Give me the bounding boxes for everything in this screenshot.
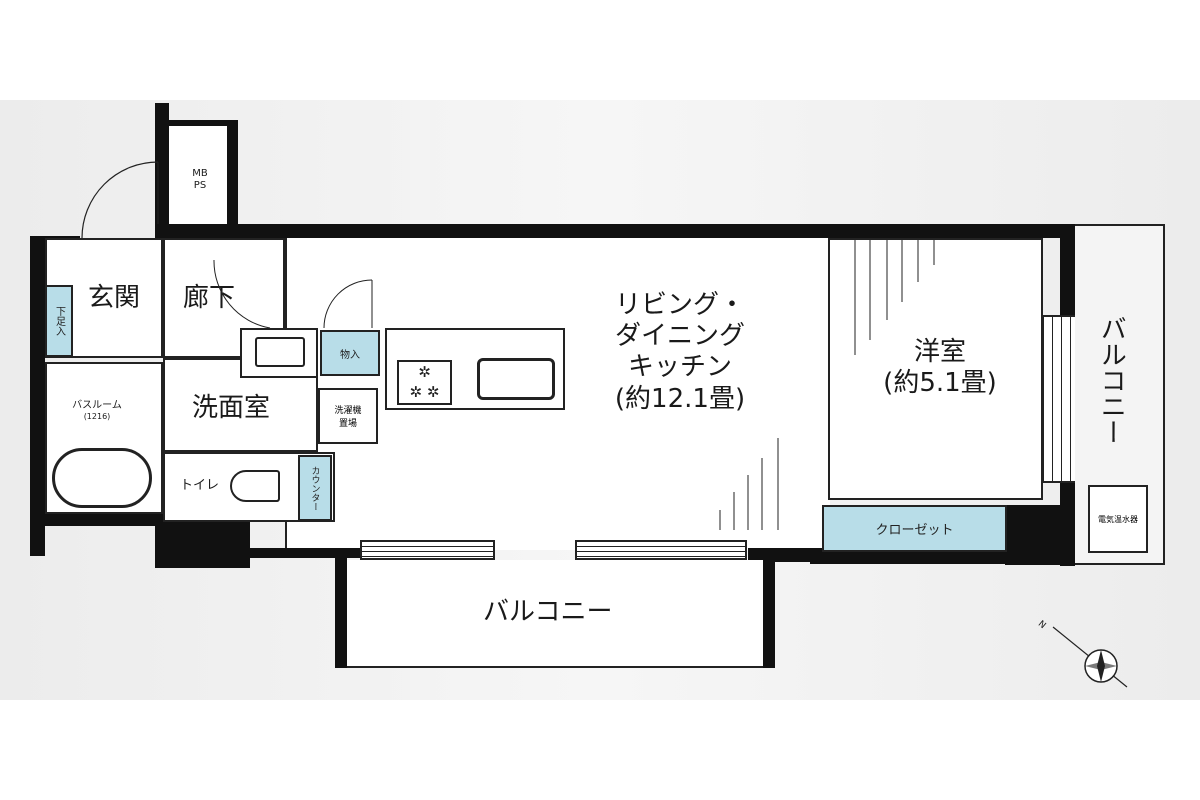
bathroom-label: バスルーム (1216) bbox=[52, 400, 142, 422]
entrance-label: 玄関 bbox=[88, 283, 141, 313]
mbps-line1: MB bbox=[192, 168, 208, 179]
wall bbox=[155, 120, 238, 126]
storage-label: 物入 bbox=[340, 349, 360, 361]
balcony-wall-right bbox=[763, 558, 775, 668]
washbasin-bowl bbox=[255, 337, 305, 367]
balcony-right-label: バルコニー bbox=[1096, 315, 1127, 445]
western-room-line1: 洋室 bbox=[913, 337, 966, 367]
balcony-wall-left bbox=[335, 558, 347, 668]
closet-label: クローゼット bbox=[875, 523, 954, 538]
laundry-line2: 置場 bbox=[338, 419, 357, 429]
mbps-label: MB PS bbox=[180, 168, 220, 192]
kitchen-sink bbox=[477, 358, 555, 400]
counter-label: カウンター bbox=[309, 465, 320, 511]
storage-door-swing bbox=[323, 279, 373, 329]
shoe-storage-label: 下足入 bbox=[53, 306, 65, 336]
balcony-bottom-label: バルコニー bbox=[483, 597, 613, 627]
western-room-line2: (約5.1畳) bbox=[883, 368, 997, 399]
ldk-window-left bbox=[360, 540, 495, 560]
western-room-hatch bbox=[854, 240, 935, 355]
closet: クローゼット bbox=[822, 505, 1007, 552]
ldk-line4: (約12.1畳) bbox=[614, 383, 746, 414]
toilet-bowl bbox=[230, 470, 280, 502]
laundry-space: 洗濯機 置場 bbox=[318, 388, 378, 444]
laundry-line1: 洗濯機 bbox=[334, 406, 362, 416]
western-room-window bbox=[1042, 315, 1078, 483]
wall-bottom-closet bbox=[810, 550, 1075, 564]
ldk-line3: キッチン bbox=[627, 352, 732, 383]
ldk-floor-hatch bbox=[719, 438, 779, 530]
entrance-door-swing bbox=[81, 161, 159, 239]
water-heater: 電気温水器 bbox=[1088, 485, 1148, 553]
ldk-label: リビング・ ダイニング キッチン (約12.1畳) bbox=[595, 290, 765, 415]
washbasin bbox=[240, 328, 318, 378]
hallway-label: 廊下 bbox=[183, 283, 236, 313]
wall-top bbox=[155, 224, 1075, 238]
water-heater-label: 電気温水器 bbox=[1098, 514, 1138, 524]
ldk-window-right bbox=[575, 540, 747, 560]
counter: カウンター bbox=[298, 455, 332, 521]
ldk-line1: リビング・ bbox=[614, 290, 745, 320]
wall-bottom-left2 bbox=[155, 520, 250, 568]
shoe-storage: 下足入 bbox=[45, 285, 73, 357]
compass-icon bbox=[1052, 626, 1128, 688]
bathroom-name: バスルーム bbox=[72, 400, 122, 411]
western-room bbox=[828, 238, 1043, 500]
hallway-door-swing bbox=[213, 259, 271, 329]
western-room-label: 洋室 (約5.1畳) bbox=[865, 337, 1015, 399]
bathtub bbox=[52, 448, 152, 508]
stove: ✲✲ ✲ bbox=[397, 360, 452, 405]
washroom-label: 洗面室 bbox=[192, 393, 271, 423]
wall bbox=[227, 124, 238, 228]
ldk-line2: ダイニング bbox=[614, 321, 745, 352]
wall-left bbox=[30, 236, 45, 556]
storage-closet: 物入 bbox=[320, 330, 380, 376]
wall-bottom bbox=[250, 548, 360, 558]
bathroom-size: (1216) bbox=[83, 412, 111, 421]
balcony-bottom bbox=[335, 560, 775, 668]
toilet-label: トイレ bbox=[180, 478, 220, 493]
mbps-line2: PS bbox=[193, 180, 207, 191]
